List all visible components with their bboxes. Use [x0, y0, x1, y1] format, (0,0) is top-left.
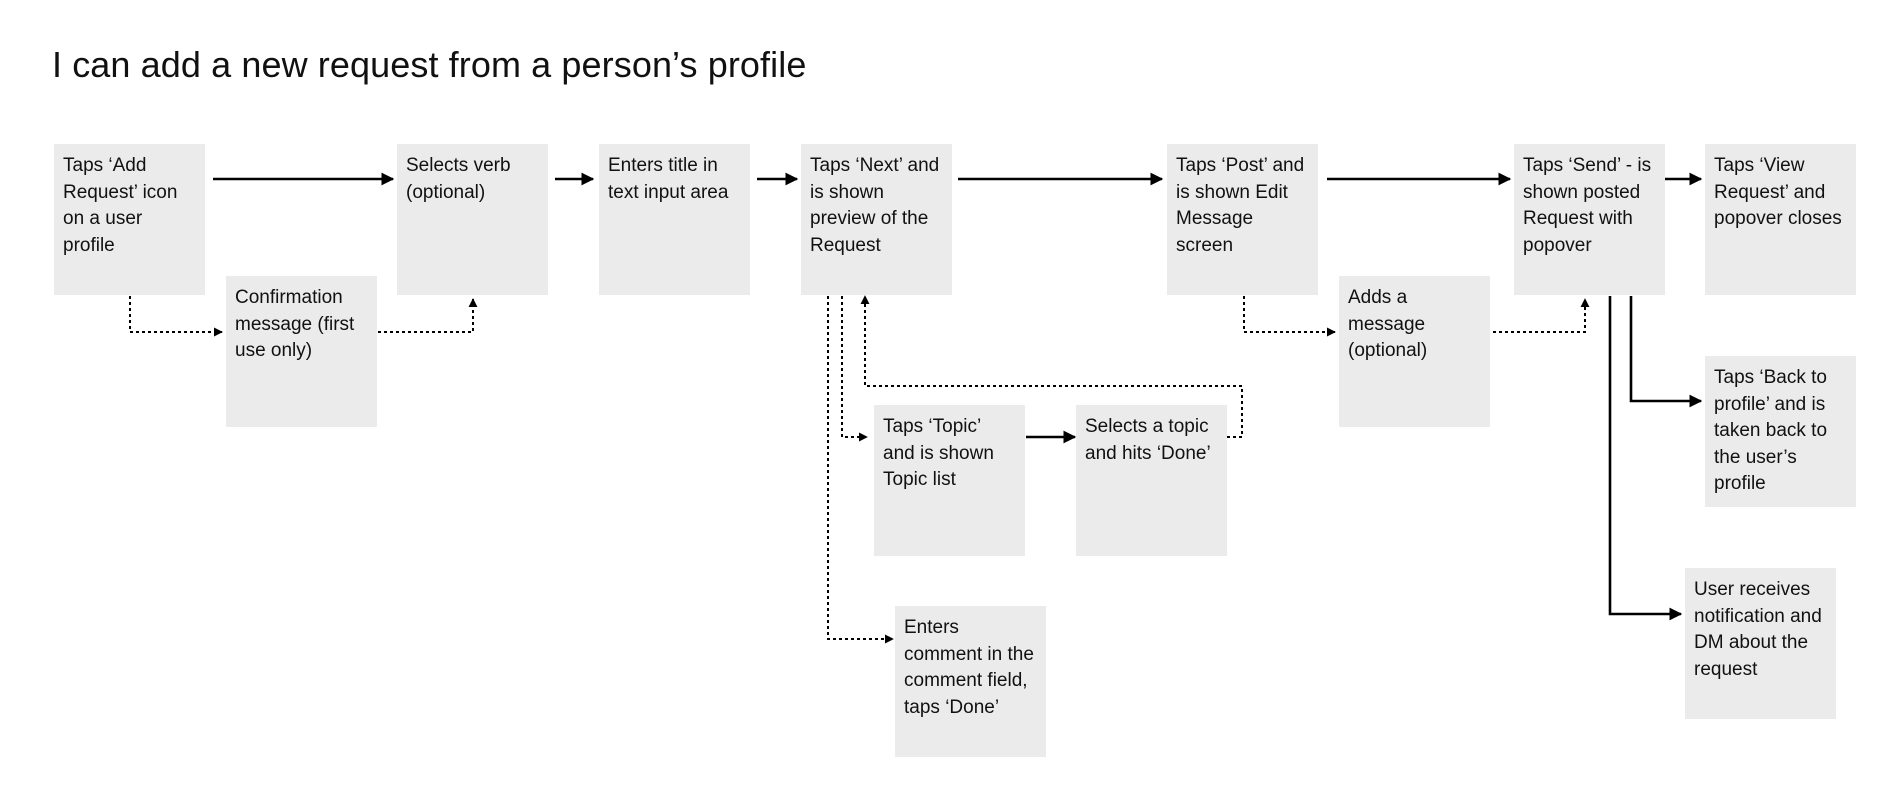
step-label: Confirmation message (first use only)	[235, 287, 355, 361]
step-label: Adds a message (optional)	[1348, 287, 1428, 361]
step-select-topic: Selects a topic and hits ‘Done’	[1076, 405, 1227, 556]
step-label: Enters comment in the comment field, tap…	[904, 617, 1034, 718]
step-tap-topic: Taps ‘Topic’ and is shown Topic list	[874, 405, 1025, 556]
edge-n9-n10	[1243, 296, 1336, 337]
step-confirmation-message: Confirmation message (first use only)	[226, 276, 377, 427]
edge-n10-n11	[1493, 298, 1590, 333]
step-add-message: Adds a message (optional)	[1339, 276, 1490, 427]
step-view-request: Taps ‘View Request’ and popover closes	[1705, 144, 1856, 295]
edge-n11-n14	[1608, 296, 1683, 621]
edge-n2-n3	[378, 298, 478, 333]
step-label: Taps ‘Next’ and is shown preview of the …	[810, 155, 940, 256]
step-label: Taps ‘Topic’ and is shown Topic list	[883, 416, 994, 490]
step-label: Taps ‘Add Request’ icon on a user profil…	[63, 155, 178, 256]
step-user-notification: User receives notification and DM about …	[1685, 568, 1836, 719]
step-label: Taps ‘Send’ - is shown posted Request wi…	[1523, 155, 1652, 256]
step-select-verb: Selects verb (optional)	[397, 144, 548, 295]
step-tap-add-request: Taps ‘Add Request’ icon on a user profil…	[54, 144, 205, 295]
edge-n11-n13	[1629, 296, 1703, 408]
edge-n5-n8	[827, 296, 894, 644]
step-label: Selects a topic and hits ‘Done’	[1085, 416, 1211, 464]
edge-n5-n6	[841, 296, 868, 442]
diagram-title: I can add a new request from a person’s …	[52, 44, 807, 85]
step-label: User receives notification and DM about …	[1694, 579, 1822, 680]
step-back-to-profile: Taps ‘Back to profile’ and is taken back…	[1705, 356, 1856, 507]
step-label: Taps ‘Post’ and is shown Edit Message sc…	[1176, 155, 1305, 256]
step-label: Taps ‘Back to profile’ and is taken back…	[1714, 367, 1828, 494]
edge-n1-n2	[129, 296, 223, 337]
step-tap-send: Taps ‘Send’ - is shown posted Request wi…	[1514, 144, 1665, 295]
step-label: Selects verb (optional)	[406, 155, 511, 203]
step-enter-comment: Enters comment in the comment field, tap…	[895, 606, 1046, 757]
step-tap-next-preview: Taps ‘Next’ and is shown preview of the …	[801, 144, 952, 295]
step-label: Taps ‘View Request’ and popover closes	[1714, 155, 1842, 229]
step-label: Enters title in text input area	[608, 155, 729, 203]
step-enter-title: Enters title in text input area	[599, 144, 750, 295]
edge-n7-n5	[860, 295, 1243, 438]
step-tap-post: Taps ‘Post’ and is shown Edit Message sc…	[1167, 144, 1318, 295]
